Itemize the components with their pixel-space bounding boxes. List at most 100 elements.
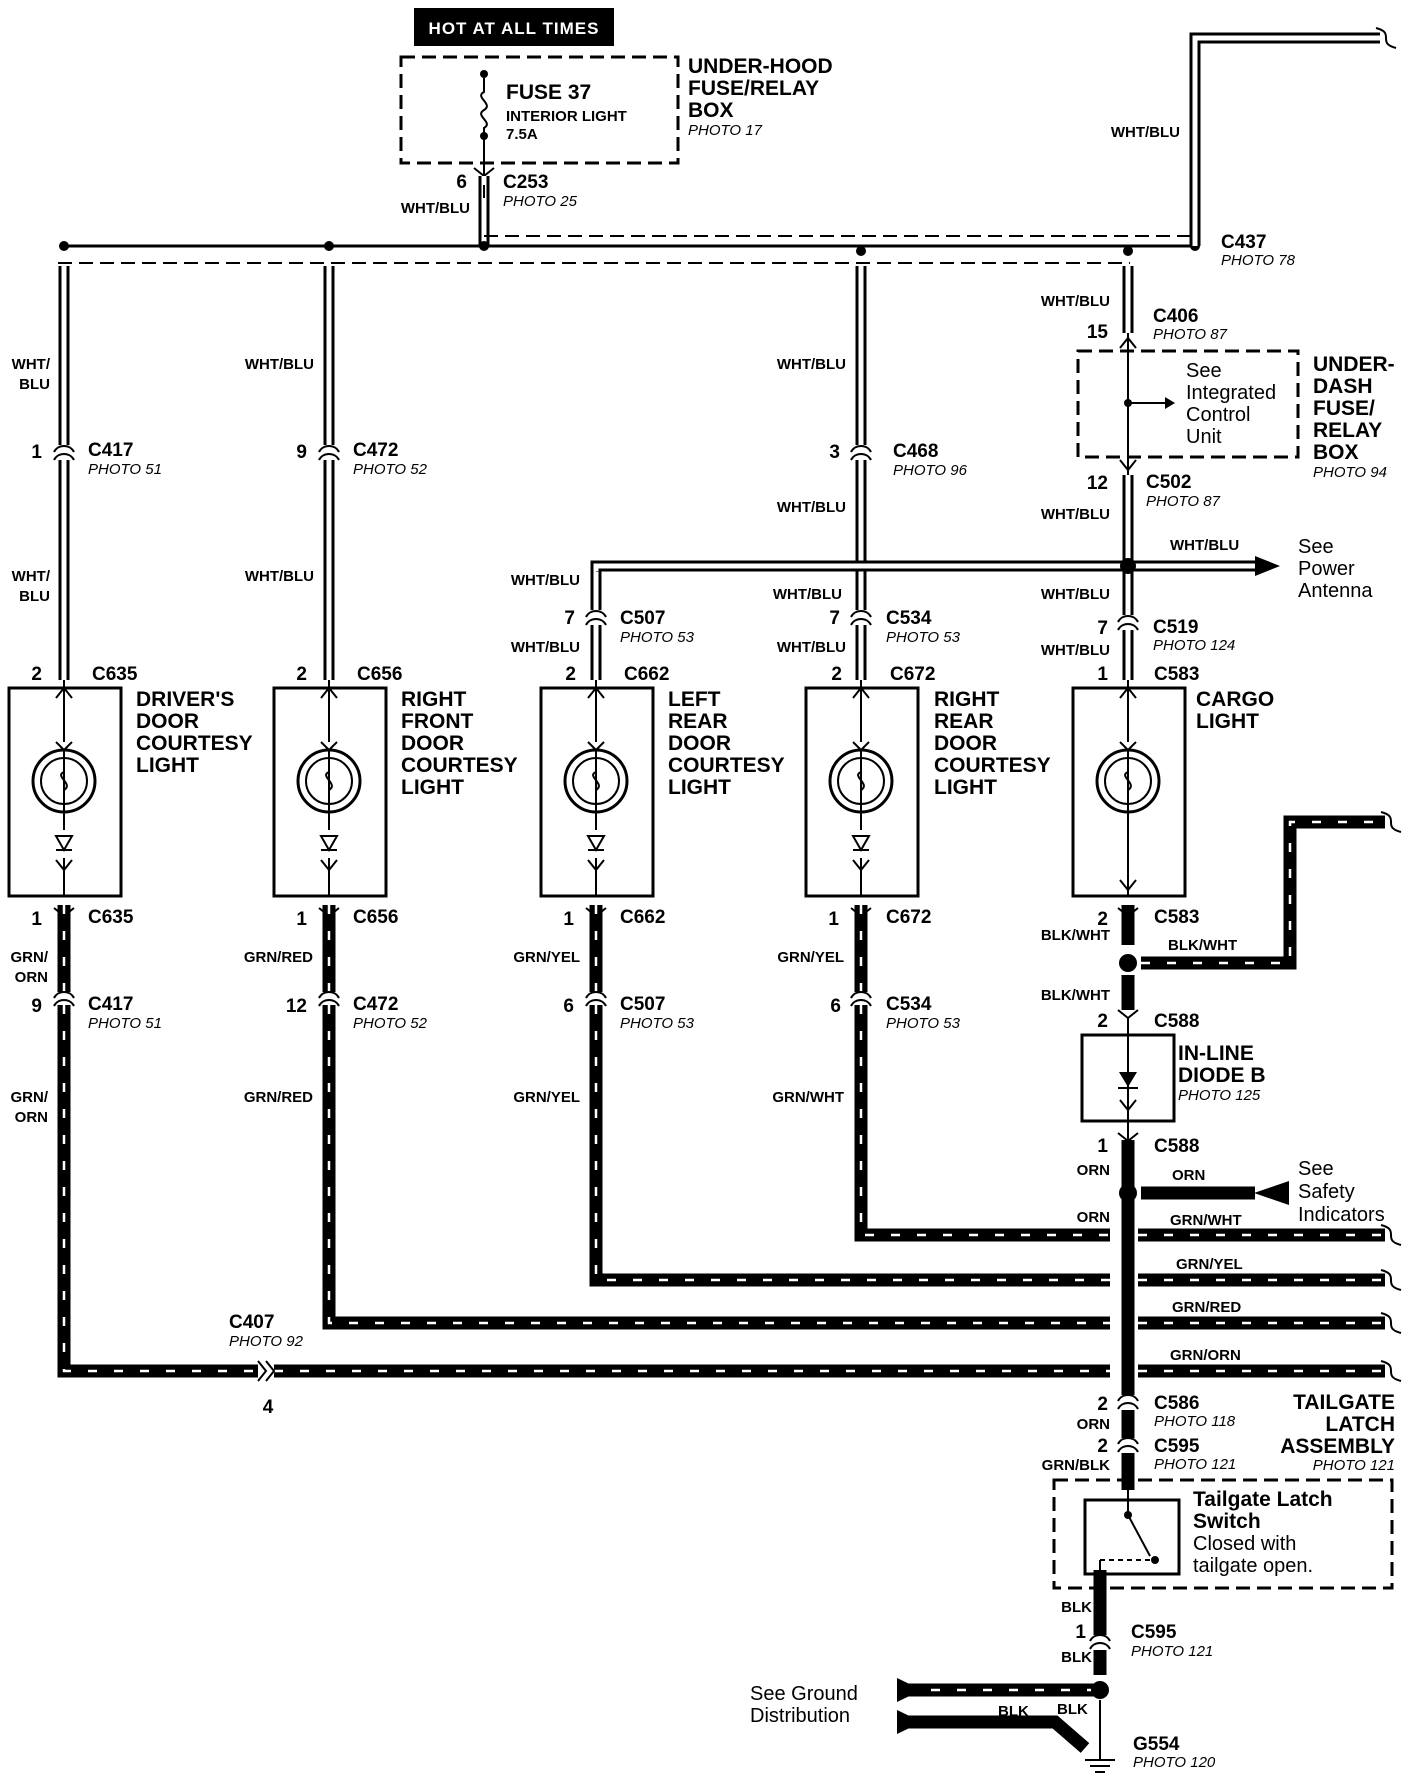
- b0-gnd-wire3: GRN/: [11, 1089, 49, 1106]
- c595b-pin: 1: [1075, 1622, 1086, 1643]
- antenna-see-2: Power: [1298, 558, 1355, 580]
- safety-indicators-arrow-icon: [1254, 1181, 1289, 1205]
- b2-title-2: REAR: [668, 710, 728, 733]
- b4-top-pin: 1: [1097, 664, 1108, 685]
- b0-gnd-wire4: ORN: [15, 1109, 48, 1126]
- bulb-filaments: [60, 771, 1132, 791]
- ground-wires: [57, 815, 1385, 1753]
- c519-wire-below: WHT/BLU: [1041, 642, 1110, 659]
- b2-gnd-inline-pin: 6: [563, 996, 574, 1017]
- ground-wire-2: BLK: [1057, 1701, 1088, 1718]
- b1-title-2: FRONT: [401, 710, 473, 733]
- b4-top-conn: C583: [1154, 664, 1199, 685]
- safety-see-1: See: [1298, 1158, 1334, 1180]
- underhood-fuse-box: [399, 55, 680, 165]
- b1-inline-photo: PHOTO 52: [353, 461, 428, 478]
- b2-title-1: LEFT: [668, 688, 721, 711]
- switch-note-1: Closed with: [1193, 1533, 1296, 1555]
- b3-title-5: LIGHT: [934, 776, 997, 799]
- b0-wire-top2: BLU: [19, 376, 50, 393]
- c595b-photo: PHOTO 121: [1131, 1643, 1213, 1660]
- b2-top-conn: C662: [624, 664, 669, 685]
- b3-title-1: RIGHT: [934, 688, 1000, 711]
- diode-pin-bot: 1: [1097, 1136, 1108, 1157]
- b0-gnd-inline-photo: PHOTO 51: [88, 1015, 162, 1032]
- c586-pin: 2: [1097, 1394, 1108, 1415]
- b1-top-conn: C656: [357, 664, 402, 685]
- antenna-wire: WHT/BLU: [1170, 537, 1239, 554]
- c595b-wire-above: BLK: [1061, 1599, 1092, 1616]
- b1-bot-conn: C656: [353, 907, 398, 928]
- tailgate-photo: PHOTO 121: [1313, 1457, 1395, 1474]
- ground-bus-wire-0: GRN/WHT: [1170, 1212, 1242, 1229]
- hot-at-all-times-text: HOT AT ALL TIMES: [429, 19, 600, 38]
- tailgate-latch-switch: [1052, 1478, 1394, 1590]
- diode-title-1: IN-LINE: [1178, 1042, 1254, 1065]
- b2-bot-pin: 1: [563, 909, 574, 930]
- safety-wire-left: ORN: [1077, 1162, 1110, 1179]
- b0-bot-pin: 1: [31, 909, 42, 930]
- underdash-title-5: BOX: [1313, 441, 1359, 464]
- b2-gnd-wire1: GRN/YEL: [513, 949, 580, 966]
- c406-pin: 15: [1087, 322, 1109, 343]
- antenna-see-1: See: [1298, 536, 1334, 558]
- b3-gnd-inline-name: C534: [886, 994, 932, 1015]
- c437-wire: WHT/BLU: [1111, 124, 1180, 141]
- b0-inline-photo: PHOTO 51: [88, 461, 162, 478]
- underhood-box-title-3: BOX: [688, 99, 734, 122]
- b1-title-5: LIGHT: [401, 776, 464, 799]
- b3-title-2: REAR: [934, 710, 994, 733]
- c253-pin: 6: [456, 172, 467, 193]
- b0-inline-pin: 1: [31, 442, 42, 463]
- ground-photo: PHOTO 120: [1133, 1754, 1216, 1771]
- b1-title-4: COURTESY: [401, 754, 518, 777]
- b1-gnd-inline-name: C472: [353, 994, 398, 1015]
- b0-gnd-inline-pin: 9: [31, 996, 42, 1017]
- c253-name: C253: [503, 172, 548, 193]
- c407-photo: PHOTO 92: [229, 1333, 304, 1350]
- b0-title-4: LIGHT: [136, 754, 199, 777]
- ground-see-2: Distribution: [750, 1705, 850, 1727]
- c519-wire-above: WHT/BLU: [1041, 586, 1110, 603]
- ground-see-1: See Ground: [750, 1683, 858, 1705]
- ground-bus-wire-1: GRN/YEL: [1176, 1256, 1243, 1273]
- antenna-see-3: Antenna: [1298, 580, 1373, 602]
- b0-wire-mid1: WHT/: [12, 568, 51, 585]
- b0-top-pin: 2: [31, 664, 42, 685]
- ground-splices: [1091, 954, 1137, 1699]
- c406-wire: WHT/BLU: [1041, 293, 1110, 310]
- ground-bus-wire-3: GRN/ORN: [1170, 1347, 1241, 1364]
- diode-photo: PHOTO 125: [1178, 1087, 1261, 1104]
- ground-wire-1: BLK: [998, 1703, 1029, 1720]
- fuse-desc: INTERIOR LIGHT: [506, 108, 627, 125]
- ground-symbol-icon: [1085, 1700, 1115, 1773]
- b3-mid-photo: PHOTO 96: [893, 462, 968, 479]
- b1-wire-top: WHT/BLU: [245, 356, 314, 373]
- b4-bot-pin: 2: [1097, 909, 1108, 930]
- b2-gnd-inline-name: C507: [620, 994, 665, 1015]
- safety-wire-below: ORN: [1077, 1209, 1110, 1226]
- drivers-door-light: [7, 680, 123, 898]
- underdash-title-2: DASH: [1313, 375, 1373, 398]
- diode-pin-top: 2: [1097, 1011, 1108, 1032]
- b1-top-pin: 2: [296, 664, 307, 685]
- safety-wire-right: ORN: [1172, 1167, 1205, 1184]
- diode-conn-top: C588: [1154, 1011, 1199, 1032]
- c595a-name: C595: [1154, 1436, 1200, 1457]
- b3-wire-top: WHT/BLU: [777, 356, 846, 373]
- icu-see-3: Control: [1186, 404, 1250, 426]
- c253-photo: PHOTO 25: [503, 193, 578, 210]
- b2-inline-pin: 7: [564, 608, 575, 629]
- fuse-rating: 7.5A: [506, 126, 538, 143]
- b0-top-conn: C635: [92, 664, 138, 685]
- b3-gnd-inline-photo: PHOTO 53: [886, 1015, 961, 1032]
- left-rear-door-light: [539, 680, 655, 898]
- power-wires: [58, 266, 1260, 680]
- diode-conn-bot: C588: [1154, 1136, 1199, 1157]
- b3-inline-photo: PHOTO 53: [886, 629, 961, 646]
- c502-wire: WHT/BLU: [1041, 506, 1110, 523]
- b2-inline-photo: PHOTO 53: [620, 629, 695, 646]
- safety-see-2: Safety: [1298, 1181, 1355, 1203]
- c519-name: C519: [1153, 617, 1198, 638]
- ground-connector-symbols: [53, 907, 1139, 1650]
